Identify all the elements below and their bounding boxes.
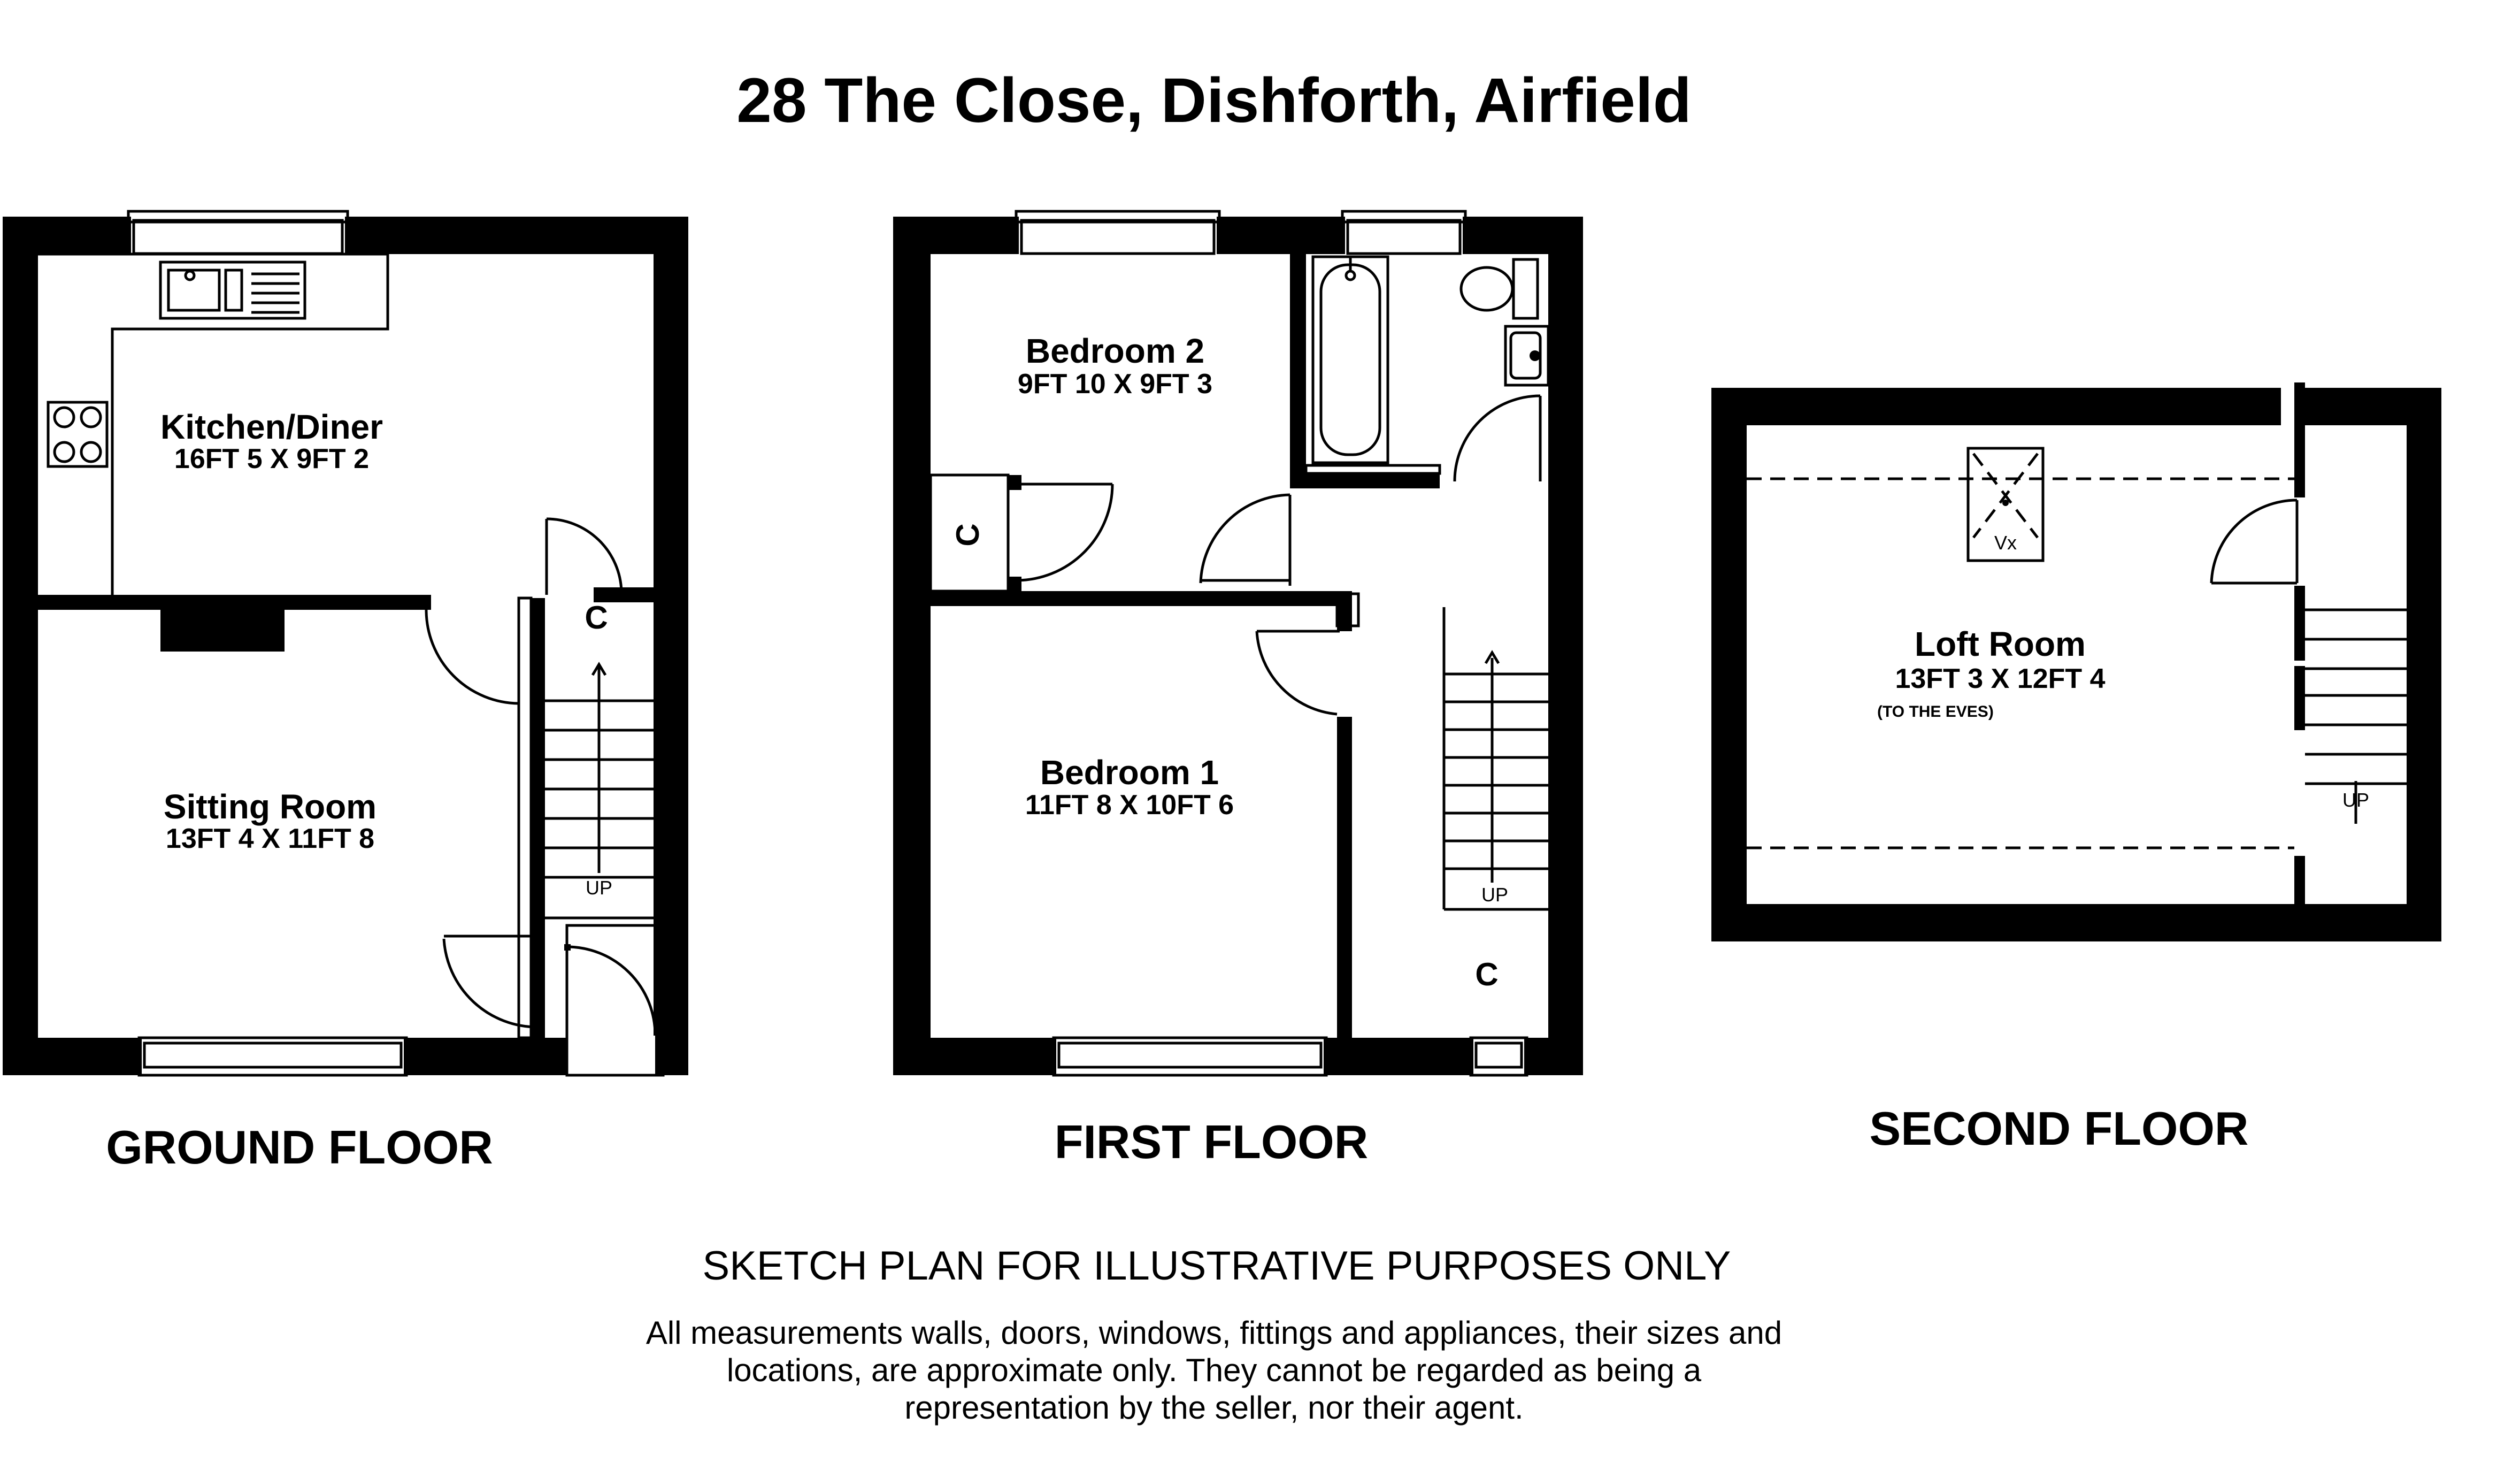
room-dims-loft: 13FT 3 X 12FT 4	[1895, 663, 2105, 694]
window-bedroom-1	[1052, 1036, 1328, 1077]
velux-window	[1966, 447, 2045, 562]
door-front	[564, 944, 657, 1036]
door-kitchen-sitting	[425, 609, 520, 705]
door-understairs-cupboard	[545, 517, 623, 595]
door-porch	[442, 935, 541, 1029]
kitchen-sink	[159, 261, 306, 320]
cupboard-label-landing: C	[1475, 956, 1498, 992]
ground-floor-stairs	[545, 662, 654, 920]
plan-title: 28 The Close, Dishforth, Airfield	[736, 65, 1692, 136]
window-bedroom-2	[1015, 210, 1221, 257]
cupboard-label-ground: C	[585, 600, 608, 635]
room-dims-kitchen: 16FT 5 X 9FT 2	[174, 443, 369, 474]
room-note-loft: (TO THE EVES)	[1877, 703, 1994, 721]
stairs-up-label-ground: UP	[586, 877, 612, 899]
room-name-bedroom-2: Bedroom 2	[1026, 332, 1204, 370]
window-kitchen	[127, 210, 349, 257]
bathroom-wc	[1459, 258, 1539, 320]
room-dims-bedroom-2: 9FT 10 X 9FT 3	[1018, 369, 1212, 400]
stairs-up-label-second: UP	[2342, 789, 2369, 811]
stairs-up-label-first: UP	[1481, 884, 1508, 906]
bedroom-2-cupboard	[929, 473, 1114, 593]
cupboard-label-bedroom-2: C	[950, 523, 986, 546]
room-name-sitting: Sitting Room	[164, 787, 377, 826]
door-bedroom-1	[1255, 630, 1340, 716]
velux-label: Vx	[1994, 532, 2017, 554]
disclaimer-line-1: All measurements walls, doors, windows, …	[646, 1315, 1782, 1351]
first-floor-stairs	[1442, 607, 1548, 911]
disclaimer-line-3: representation by the seller, nor their …	[904, 1390, 1523, 1426]
first-floor-plan: C UP C Bedroom 2 9FT 10 X 9FT 3 Bedroom …	[893, 210, 1583, 1077]
floor-label-second: SECOND FLOOR	[1870, 1102, 2249, 1155]
second-floor-plan: Vx UP Loft Room 13FT 3 X 12FT 4 (TO THE …	[1711, 382, 2441, 941]
bathroom-bath	[1311, 255, 1389, 464]
room-dims-sitting: 13FT 4 X 11FT 8	[166, 823, 374, 854]
kitchen-hob	[47, 401, 109, 468]
floor-label-first: FIRST FLOOR	[1055, 1115, 1369, 1168]
door-loft-room	[2210, 499, 2299, 585]
room-name-bedroom-1: Bedroom 1	[1040, 753, 1219, 792]
door-bathroom	[1453, 394, 1542, 482]
window-bathroom	[1341, 210, 1467, 257]
sketch-notice: SKETCH PLAN FOR ILLUSTRATIVE PURPOSES ON…	[703, 1243, 1731, 1289]
room-name-loft: Loft Room	[1915, 625, 2086, 663]
room-dims-bedroom-1: 11FT 8 X 10FT 6	[1025, 790, 1234, 821]
ground-floor-plan: C UP Kitchen/Diner 16FT 5 X 9FT 2 Sittin…	[3, 210, 688, 1077]
bathroom-basin	[1504, 325, 1550, 387]
window-landing	[1469, 1036, 1528, 1077]
second-floor-stairs	[2305, 608, 2407, 824]
room-name-kitchen: Kitchen/Diner	[160, 408, 383, 446]
disclaimer-line-2: locations, are approximate only. They ca…	[727, 1352, 1702, 1388]
window-sitting-room	[137, 1036, 408, 1077]
door-bedroom-2	[1199, 493, 1292, 586]
floor-label-ground: GROUND FLOOR	[106, 1121, 493, 1174]
